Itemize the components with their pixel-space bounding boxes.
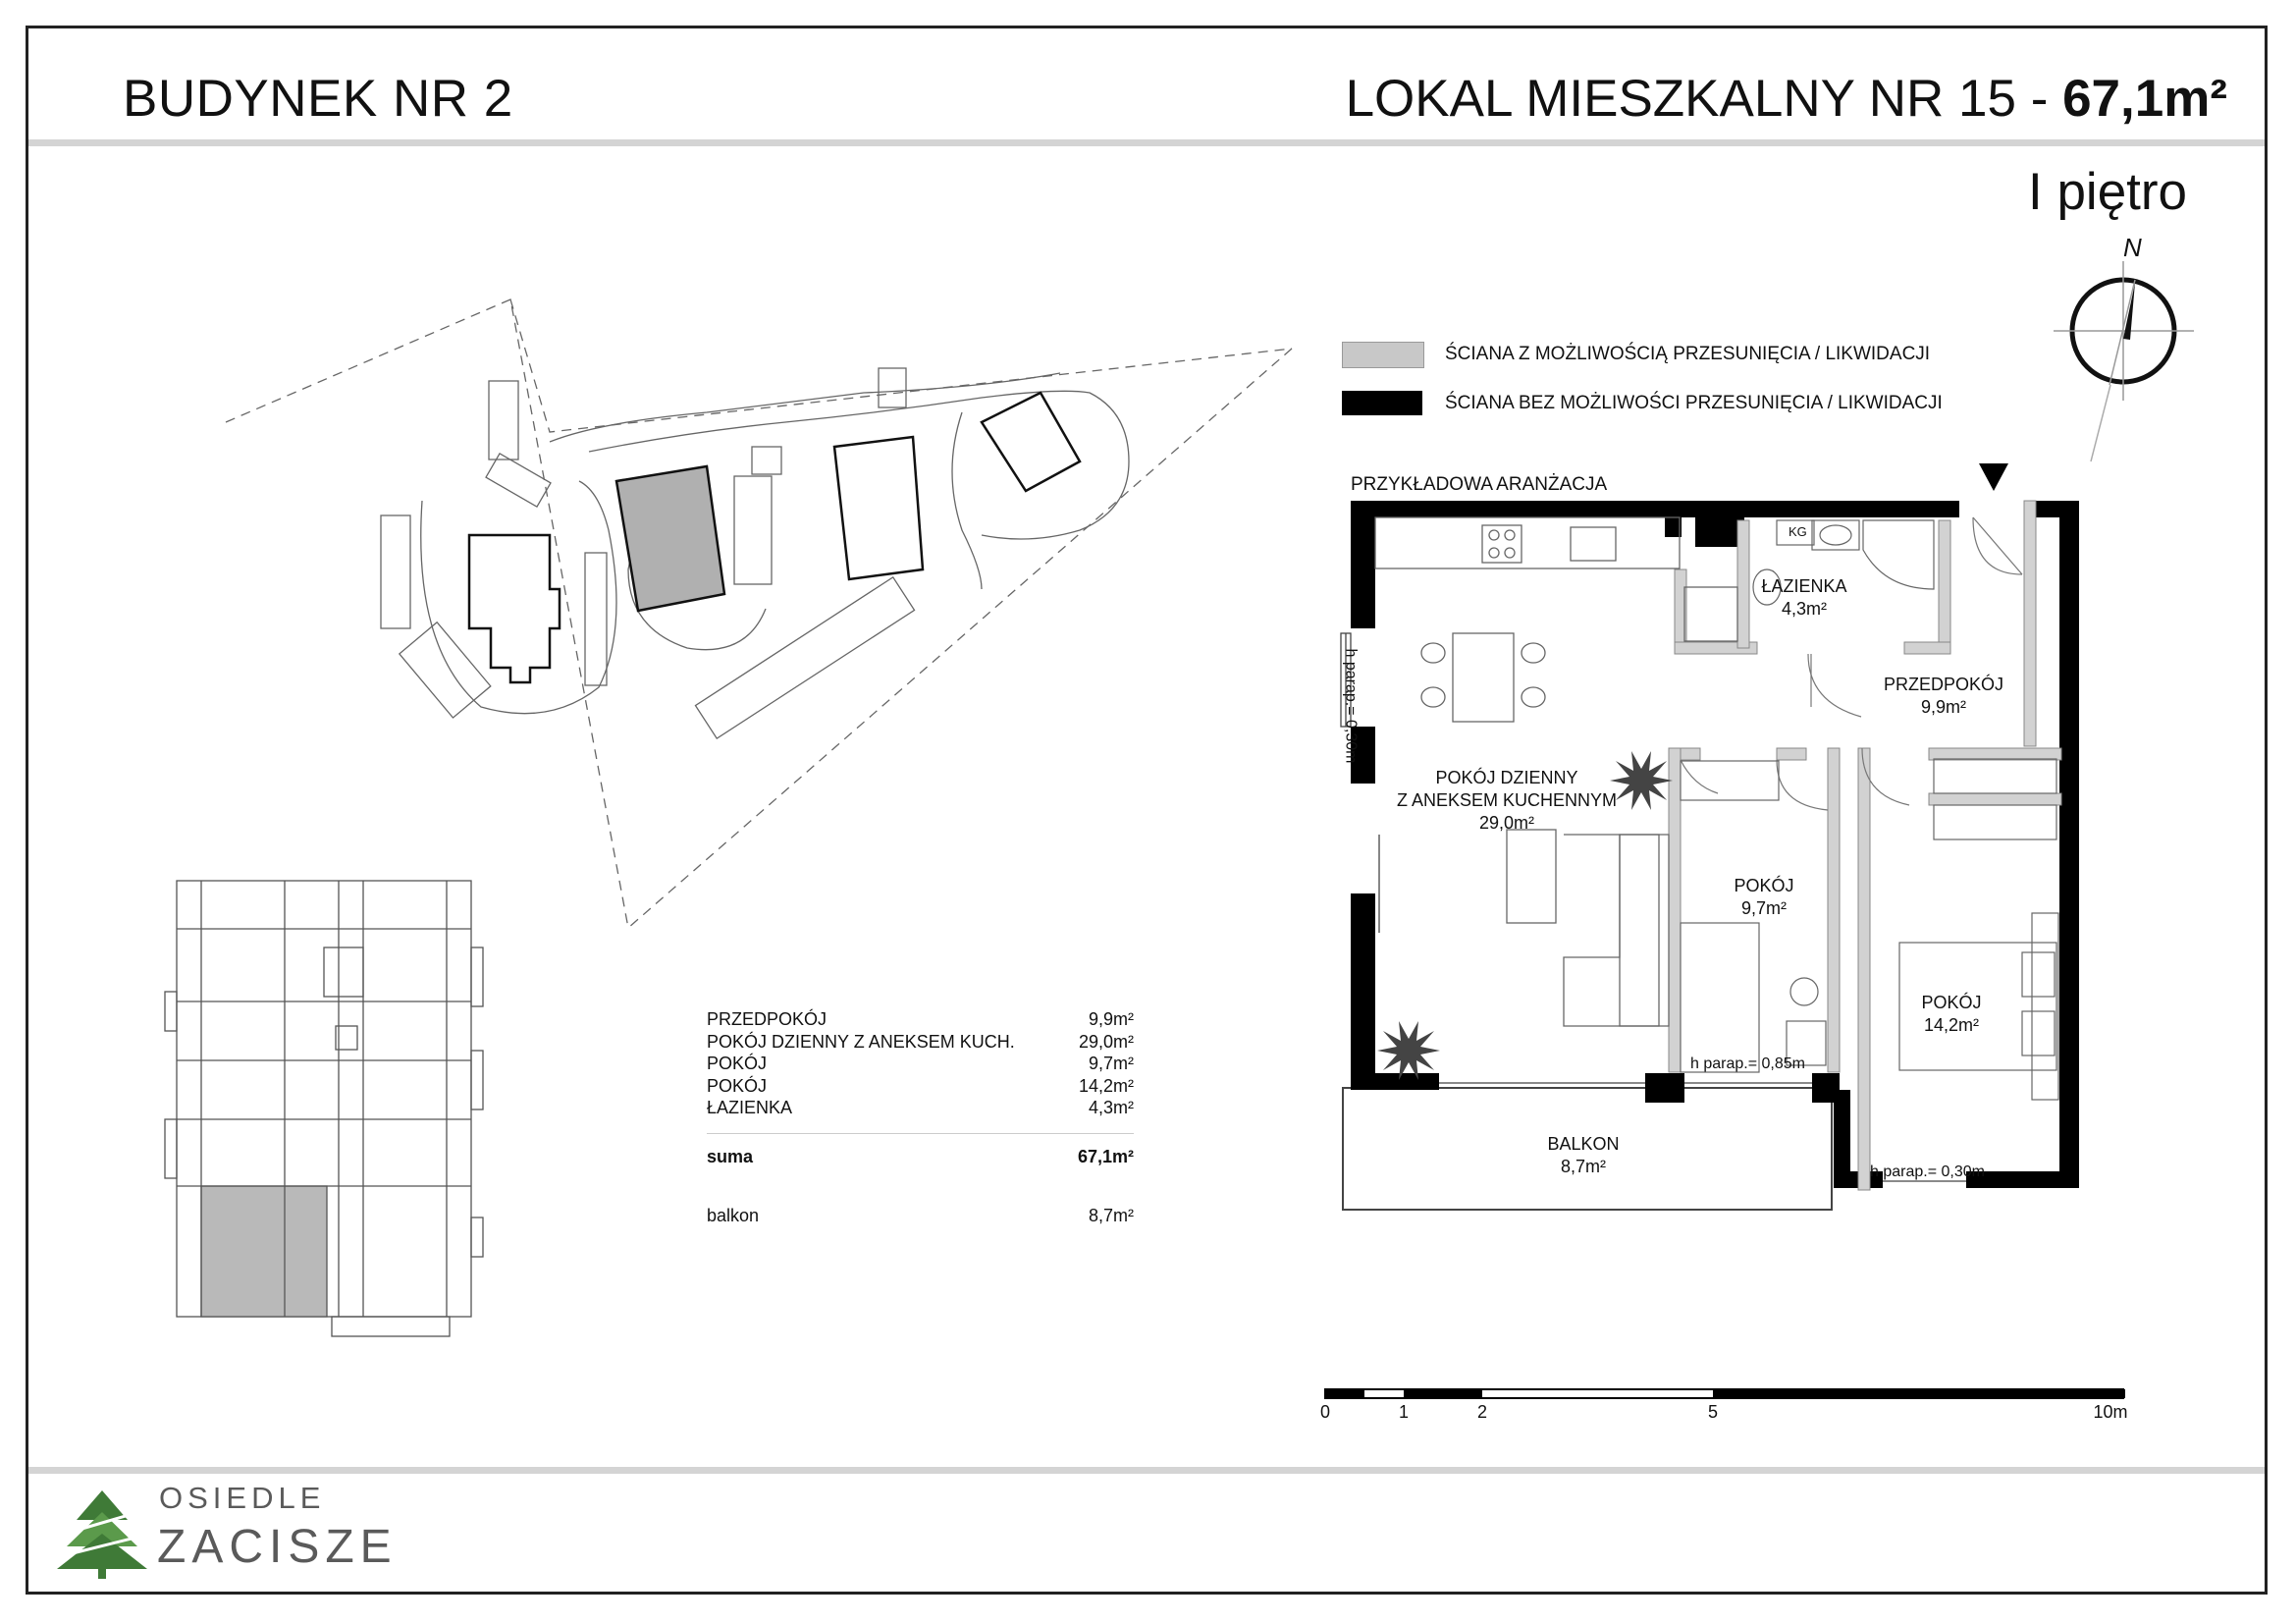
unit-floor-plan	[1340, 463, 2079, 1211]
area-sum-value: 67,1m²	[1077, 1146, 1134, 1166]
area-row-value: 29,0m²	[1078, 1031, 1134, 1052]
scale-label-1: 1	[1398, 1402, 1410, 1422]
room-pokoj-1: POKÓJ 9,7m²	[1734, 875, 1793, 920]
room-pokoj-1-name: POKÓJ	[1734, 876, 1794, 895]
area-row: POKÓJ DZIENNY Z ANEKSEM KUCH. 29,0m²	[707, 1031, 1134, 1054]
scale-label-2: 2	[1476, 1402, 1488, 1422]
scale-label-5: 5	[1707, 1402, 1719, 1422]
balcony-row: balkon 8,7m²	[707, 1205, 1134, 1227]
site-plan	[225, 298, 1293, 929]
room-dzienny-area: 29,0m²	[1478, 813, 1535, 833]
room-przedpokoj: PRZEDPOKÓJ 9,9m²	[1884, 674, 2003, 719]
area-row: POKÓJ 9,7m²	[707, 1053, 1134, 1075]
logo-line-1: OSIEDLE	[159, 1481, 326, 1515]
area-sum-label: suma	[707, 1146, 754, 1166]
balcony-label: balkon	[707, 1206, 760, 1225]
scale-bar	[1324, 1388, 2125, 1399]
area-row: POKÓJ 14,2m²	[707, 1075, 1134, 1098]
room-balkon-area: 8,7m²	[1560, 1157, 1606, 1176]
header-divider	[28, 139, 2265, 146]
area-row: PRZEDPOKÓJ 9,9m²	[707, 1008, 1134, 1031]
room-balkon: BALKON 8,7m²	[1547, 1133, 1619, 1178]
floor-label: I piętro	[2028, 163, 2188, 221]
compass-rose	[2054, 261, 2194, 462]
plant-icons	[1377, 751, 1673, 1080]
room-lazienka-name: ŁAZIENKA	[1761, 576, 1847, 596]
unit-label: LOKAL MIESZKALNY NR 15 -	[1345, 70, 2063, 128]
arrangement-label: PRZYKŁADOWA ARANŻACJA	[1351, 474, 1608, 495]
area-table: PRZEDPOKÓJ 9,9m² POKÓJ DZIENNY Z ANEKSEM …	[707, 1008, 1134, 1227]
area-row-name: ŁAZIENKA	[707, 1098, 793, 1117]
kg-label: KG	[1789, 524, 1807, 539]
area-row-value: 14,2m²	[1078, 1075, 1134, 1096]
scale-label-0: 0	[1319, 1402, 1331, 1422]
room-pokoj-2-name: POKÓJ	[1921, 993, 1982, 1012]
footer-divider	[28, 1467, 2265, 1474]
legend-movable-label: ŚCIANA Z MOŻLIWOŚCIĄ PRZESUNIĘCIA / LIKW…	[1445, 344, 1931, 364]
north-label: N	[2123, 233, 2142, 262]
zacisze-tree-icon	[57, 1490, 147, 1579]
area-row-name: POKÓJ DZIENNY Z ANEKSEM KUCH.	[707, 1031, 1015, 1052]
area-row-name: POKÓJ	[707, 1054, 768, 1073]
area-row-value: 9,7m²	[1088, 1054, 1134, 1073]
area-row-value: 4,3m²	[1088, 1098, 1134, 1117]
room-lazienka-area: 4,3m²	[1781, 599, 1827, 619]
room-balkon-name: BALKON	[1547, 1134, 1620, 1154]
area-row-value: 9,9m²	[1088, 1009, 1134, 1029]
building-key-plan	[164, 880, 484, 1337]
sill-height-middle: h parap.= 0,85m	[1690, 1055, 1805, 1072]
room-pokoj-2: POKÓJ 14,2m²	[1921, 992, 1981, 1037]
building-title: BUDYNEK NR 2	[123, 70, 513, 128]
logo-line-2: ZACISZE	[157, 1521, 398, 1573]
room-dzienny: POKÓJ DZIENNY Z ANEKSEM KUCHENNYM 29,0m²	[1397, 767, 1617, 835]
legend-swatch-movable	[1342, 342, 1424, 368]
room-przedpokoj-area: 9,9m²	[1920, 697, 1966, 717]
entrance-arrow	[1979, 463, 2008, 491]
unit-title: LOKAL MIESZKALNY NR 15 - 67,1m²	[1346, 69, 2227, 129]
legend-fixed-label: ŚCIANA BEZ MOŻLIWOŚCI PRZESUNIĘCIA / LIK…	[1445, 393, 1943, 413]
area-row-name: POKÓJ	[707, 1075, 768, 1096]
legend-swatch-fixed	[1342, 391, 1422, 415]
area-row-name: PRZEDPOKÓJ	[707, 1009, 828, 1029]
sheet-frame	[26, 26, 2268, 1595]
room-pokoj-1-area: 9,7m²	[1740, 898, 1788, 918]
room-dzienny-name2: Z ANEKSEM KUCHENNYM	[1396, 790, 1618, 810]
area-sum-row: suma 67,1m²	[707, 1146, 1134, 1168]
unit-area: 67,1m²	[2062, 70, 2227, 128]
room-dzienny-name1: POKÓJ DZIENNY	[1435, 768, 1578, 787]
sill-height-left: h parap.= 0,30m	[1342, 648, 1360, 764]
balcony-value: 8,7m²	[1088, 1206, 1134, 1225]
room-przedpokoj-name: PRZEDPOKÓJ	[1883, 675, 2004, 694]
scale-label-10: 10m	[2093, 1402, 2128, 1422]
sum-divider	[707, 1132, 1134, 1134]
sill-height-right: h parap.= 0,30m	[1870, 1163, 1985, 1180]
room-pokoj-2-area: 14,2m²	[1923, 1015, 1980, 1035]
area-row: ŁAZIENKA 4,3m²	[707, 1097, 1134, 1119]
room-lazienka: ŁAZIENKA 4,3m²	[1761, 575, 1846, 621]
